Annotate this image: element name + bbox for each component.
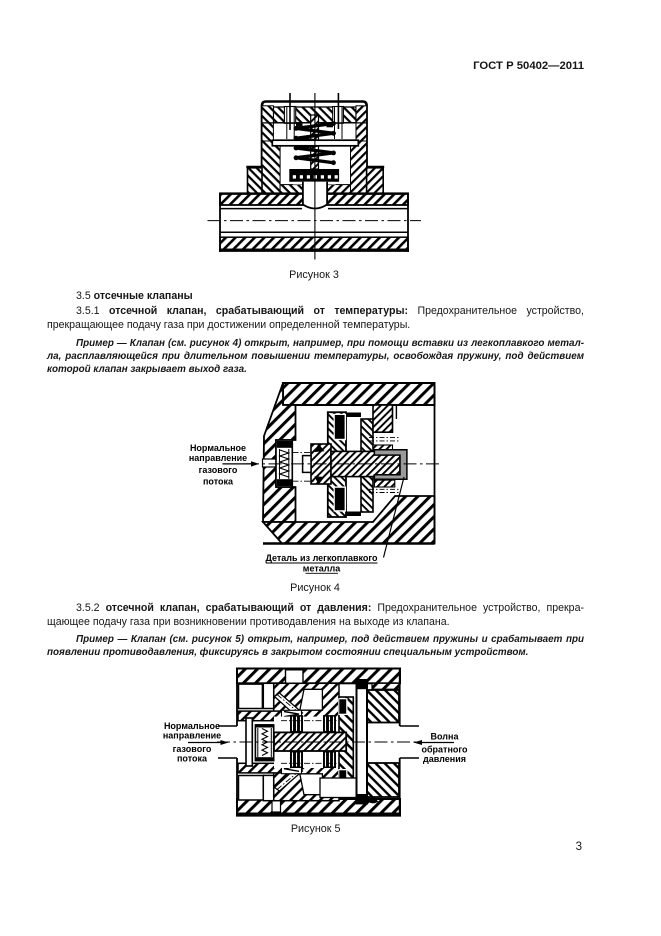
- svg-text:направление: направление: [189, 453, 247, 463]
- svg-text:направление: направление: [163, 731, 221, 741]
- svg-text:Деталь из легкоплавкого: Деталь из легкоплавкого: [265, 553, 378, 563]
- svg-text:потока: потока: [203, 476, 234, 486]
- svg-text:газового: газового: [173, 744, 212, 754]
- svg-text:давления: давления: [423, 754, 466, 764]
- svg-text:Волна: Волна: [431, 732, 460, 742]
- svg-text:Нормальное: Нормальное: [164, 721, 220, 731]
- svg-text:потока: потока: [177, 754, 208, 764]
- svg-text:газового: газового: [199, 465, 238, 475]
- svg-text:металла: металла: [303, 563, 341, 573]
- svg-text:обратного: обратного: [421, 744, 468, 754]
- svg-text:Нормальное: Нормальное: [190, 443, 246, 453]
